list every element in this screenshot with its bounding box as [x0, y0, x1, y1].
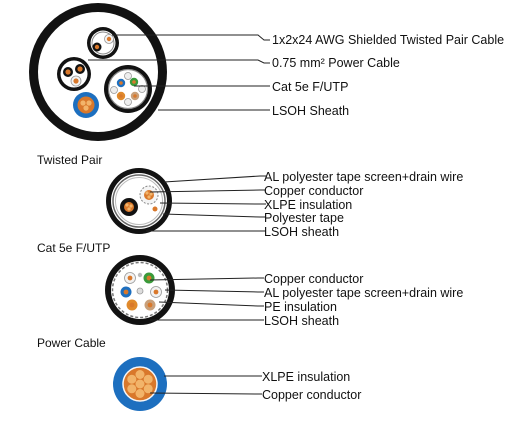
section-title-twisted-pair: Twisted Pair [37, 153, 102, 167]
label-shielded-twisted-pair: 1x2x24 AWG Shielded Twisted Pair Cable [272, 33, 504, 47]
cat5e-leaders [149, 277, 264, 321]
twisted-pair-cross-section [106, 168, 172, 234]
label-power-cable: 0.75 mm² Power Cable [272, 56, 400, 70]
cat5e-label-al-screen: AL polyester tape screen+drain wire [264, 286, 463, 300]
cat5e-label-lsoh: LSOH sheath [264, 314, 339, 328]
tp-label-copper: Copper conductor [264, 184, 363, 198]
tp-label-lsoh: LSOH sheath [264, 225, 339, 239]
main-power-core [73, 92, 99, 118]
tp-drain-wire [152, 206, 158, 212]
tp-polyester-tape [115, 177, 163, 225]
cat5e-label-copper: Copper conductor [264, 272, 363, 286]
main-labels: 1x2x24 AWG Shielded Twisted Pair Cable 0… [272, 33, 504, 118]
cat5e-label-pe: PE insulation [264, 300, 337, 314]
main-cable-cross-section [29, 3, 167, 141]
label-lsoh-sheath: LSOH Sheath [272, 104, 349, 118]
main-leaders [88, 34, 270, 111]
main-cat5e [104, 65, 152, 113]
main-twisted-pair [87, 27, 119, 59]
power-leaders [149, 375, 262, 395]
power-label-xlpe: XLPE insulation [262, 370, 350, 384]
tp-label-xlpe: XLPE insulation [264, 198, 352, 212]
power-cable-cross-section [113, 357, 167, 411]
section-title-power-cable: Power Cable [37, 336, 106, 350]
twisted-pair-leaders [146, 175, 266, 232]
tp-al-screen [112, 174, 166, 228]
section-title-cat5e: Cat 5e F/UTP [37, 241, 110, 255]
twisted-pair-labels: AL polyester tape screen+drain wire Copp… [264, 170, 463, 239]
power-label-copper: Copper conductor [262, 388, 361, 402]
cat5e-labels: Copper conductor AL polyester tape scree… [264, 272, 463, 328]
main-power-cable [57, 57, 91, 91]
power-labels: XLPE insulation Copper conductor [262, 370, 361, 402]
label-cat5e: Cat 5e F/UTP [272, 80, 348, 94]
tp-label-al-screen: AL polyester tape screen+drain wire [264, 170, 463, 184]
tp-label-polyester: Polyester tape [264, 211, 344, 225]
cat5e-cross-section [105, 255, 175, 325]
